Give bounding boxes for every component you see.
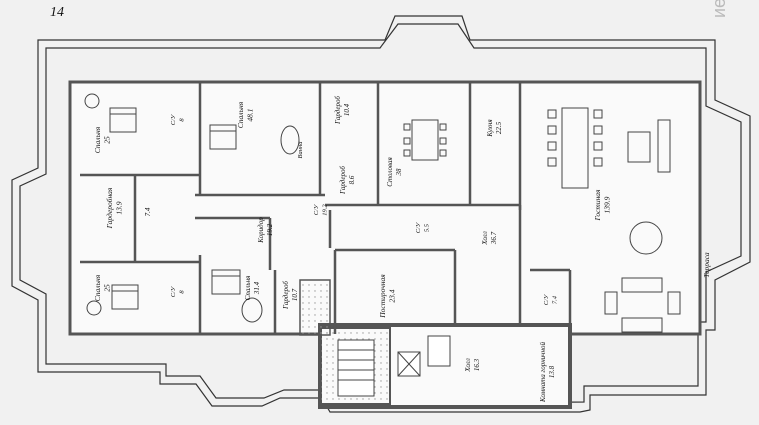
- room-label-bed-left-bottom: Спальня25: [93, 274, 112, 301]
- room-name: Гардеробная: [105, 187, 114, 229]
- room-name: С/У: [313, 203, 320, 215]
- room-name: С/У: [415, 221, 422, 233]
- room-name: Столовая: [386, 157, 394, 187]
- room-label-hall-bottom: Холл16.3: [464, 358, 481, 373]
- room-area: 7.4: [144, 207, 152, 216]
- room-label-room-74: 7.4: [144, 207, 152, 216]
- room-name: С/У: [543, 293, 550, 305]
- room-name: Спальня: [244, 276, 252, 301]
- room-label-wardrobe-mid: Гардероб8.6: [339, 166, 356, 195]
- living-furniture: [547, 107, 681, 333]
- corner-watermark: ие: [709, 0, 729, 18]
- armchair-icons: [84, 93, 300, 323]
- room-area: 48.1: [246, 108, 255, 121]
- room-name: Кухня: [486, 119, 494, 137]
- staircase: [337, 335, 451, 397]
- room-area: 23.4: [388, 289, 397, 302]
- room-name: Гардероб: [339, 166, 347, 195]
- room-name: Гардероб: [334, 96, 342, 125]
- room-area: 8: [179, 290, 186, 294]
- room-area: 8: [179, 118, 186, 122]
- room-label-living: Гостиная139.9: [593, 189, 612, 222]
- room-name: Постирочная: [378, 274, 387, 319]
- room-name: Терраса: [702, 252, 711, 278]
- room-area: 31.4: [253, 281, 261, 295]
- room-area: 8.6: [348, 175, 356, 184]
- bed-top-left: [109, 107, 137, 133]
- room-label-corridor: Коридор19.2: [257, 217, 274, 244]
- dining-table: [403, 119, 447, 161]
- room-area: 25: [103, 136, 112, 144]
- bed-31: [211, 269, 241, 295]
- room-name: Спальня: [93, 274, 102, 301]
- room-name: Ванна: [297, 142, 304, 159]
- room-label-terrace: Терраса: [702, 252, 711, 278]
- room-area: 13.9: [115, 201, 124, 214]
- room-label-wardrobe-top: Гардероб10.4: [334, 96, 351, 125]
- room-label-bath-small: Ванна: [297, 142, 304, 159]
- room-name: Коридор: [257, 217, 265, 244]
- room-label-maid-room: Комната горничной13.8: [539, 342, 556, 403]
- room-label-wardrobe-left: Гардеробная13.9: [105, 187, 124, 229]
- room-area: 5.5: [424, 223, 431, 232]
- room-name: Гостиная: [593, 189, 602, 222]
- terrace-outline: [11, 15, 751, 413]
- room-area: 13.8: [548, 365, 556, 378]
- page-number: 14: [50, 5, 64, 20]
- room-label-bed-left-top: Спальня25: [93, 126, 112, 153]
- room-area: 22.5: [495, 121, 503, 134]
- bed-bottom-left: [111, 284, 139, 310]
- room-label-laundry: Постирочная23.4: [378, 274, 397, 319]
- room-area: 139.9: [603, 196, 612, 213]
- room-area: 19.2: [322, 204, 329, 216]
- room-name: С/У: [170, 285, 177, 297]
- building-walls: [68, 80, 702, 409]
- room-name: С/У: [170, 113, 177, 125]
- room-label-hall-top: Холл36.7: [481, 231, 498, 246]
- room-area: 16.3: [473, 358, 481, 371]
- room-area: 19.2: [266, 223, 274, 236]
- room-label-dining: Столовая38: [386, 157, 403, 187]
- room-label-bedroom-48: Спальня48.1: [236, 101, 255, 128]
- room-name: Холл: [481, 231, 489, 246]
- room-name: Комната горничной: [539, 342, 547, 403]
- bed-48: [209, 124, 237, 150]
- room-area: 25: [103, 284, 112, 292]
- room-label-bedroom-31: Спальня31.4: [244, 276, 261, 301]
- room-name: Спальня: [236, 101, 245, 128]
- room-area: 38: [395, 168, 403, 177]
- room-area: 10.7: [291, 288, 299, 301]
- room-area: 36.7: [490, 231, 498, 245]
- interior-walls: [80, 82, 572, 334]
- room-label-kitchen: Кухня22.5: [486, 119, 503, 137]
- room-name: Холл: [464, 358, 472, 373]
- room-label-wardrobe-bottom: Гардероб10.7: [282, 281, 299, 310]
- room-area: 10.4: [343, 103, 351, 116]
- room-name: Гардероб: [282, 281, 290, 310]
- room-name: Спальня: [93, 126, 102, 153]
- room-area: 7.4: [552, 295, 559, 304]
